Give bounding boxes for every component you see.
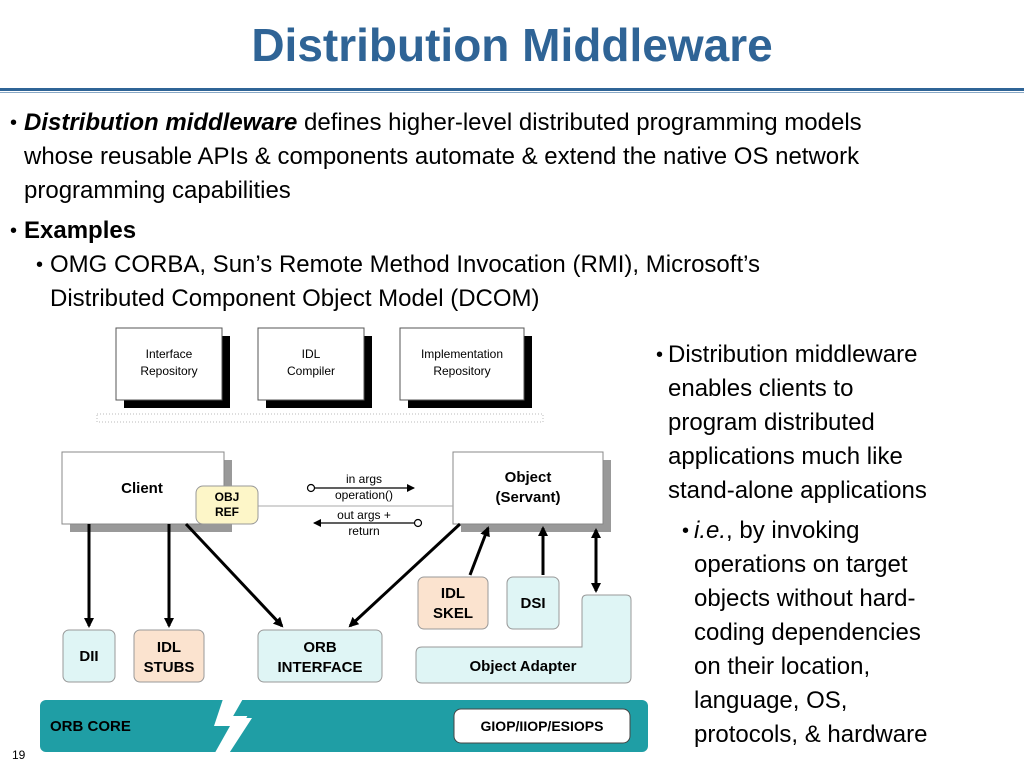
page-number: 19 — [12, 748, 26, 762]
idl-compiler-label-2: Compiler — [287, 364, 335, 378]
bullet-icon: • — [10, 112, 18, 134]
object-label: Object — [505, 469, 552, 486]
title-rule-thin — [0, 92, 1024, 93]
sub-bullet-examples: • OMG CORBA, Sun’s Remote Method Invocat… — [10, 248, 1022, 316]
break-symbol — [212, 690, 252, 758]
orb-interface-label-1: ORB — [303, 639, 337, 656]
idl-compiler-label-1: IDL — [302, 347, 321, 361]
object-adapter-label: Object Adapter — [470, 658, 577, 675]
side-sub-line-1: operations on target — [694, 551, 908, 578]
arrow-object-to-orb-interface — [348, 522, 462, 628]
implementation-repository-label-1: Implementation — [421, 347, 503, 361]
side-sub-line-6: protocols, & hardware — [694, 721, 928, 748]
side-sub-line-4: on their location, — [694, 653, 871, 680]
arrow-skel-to-object — [468, 526, 490, 576]
orb-core-bar: ORB CORE GIOP/IIOP/ESIOPS — [40, 700, 648, 752]
orb-core-label: ORB CORE — [50, 718, 131, 735]
dsi-box: DSI — [506, 576, 560, 630]
idl-skel-label-2: SKEL — [433, 605, 473, 622]
side-bullets: • Distribution middleware enables client… — [656, 338, 1018, 752]
side-line-4: applications much like — [668, 443, 903, 470]
out-args-label-2: return — [348, 524, 379, 538]
object-adapter-box: Object Adapter — [415, 594, 632, 684]
side-line-1: Distribution middleware — [668, 341, 918, 368]
idl-skel-label-1: IDL — [441, 585, 465, 602]
definition-term: Distribution middleware — [24, 109, 298, 136]
dii-label: DII — [79, 648, 98, 665]
out-args-arrow: out args + return — [313, 508, 423, 538]
orb-interface-box: ORB INTERFACE — [257, 629, 383, 683]
arrow-client-to-orb-interface — [184, 522, 284, 628]
giop-label: GIOP/IIOP/ESIOPS — [481, 718, 604, 734]
slide-title: Distribution Middleware — [251, 19, 773, 71]
main-bullets: • Distribution middleware defines higher… — [10, 106, 1022, 316]
definition-line-3: programming capabilities — [24, 177, 291, 204]
interface-repository-label-2: Repository — [140, 364, 197, 378]
implementation-repository-box: Implementation Repository — [399, 327, 532, 408]
separator-band — [96, 413, 544, 423]
interface-repository-label-1: Interface — [146, 347, 193, 361]
out-args-label-1: out args + — [337, 508, 391, 522]
side-sub-bullet: • i.e., by invoking operations on target… — [656, 514, 1018, 752]
bullet-definition: • Distribution middleware defines higher… — [10, 106, 1022, 208]
side-sub-line-5: language, OS, — [694, 687, 848, 714]
obj-ref-label-2: REF — [215, 505, 239, 519]
title-rule — [0, 88, 1024, 91]
side-sub-first: , by invoking — [726, 517, 860, 544]
obj-ref-label-1: OBJ — [215, 490, 240, 504]
object-servant-box: Object (Servant) — [452, 451, 611, 532]
obj-ref-box: OBJ REF — [195, 485, 259, 525]
side-line-2: enables clients to — [668, 375, 854, 402]
bullet-icon: • — [656, 344, 664, 366]
idl-stubs-label-1: IDL — [157, 639, 181, 656]
side-line-3: program distributed — [668, 409, 875, 436]
idl-compiler-box: IDL Compiler — [257, 327, 372, 408]
dsi-label: DSI — [520, 595, 545, 612]
side-sub-line-2: objects without hard- — [694, 585, 916, 612]
examples-line-2: Distributed Component Object Model (DCOM… — [50, 285, 540, 312]
definition-line-2: whose reusable APIs & components automat… — [24, 143, 860, 170]
side-bullet: • Distribution middleware enables client… — [656, 338, 1018, 508]
servant-label: (Servant) — [495, 489, 560, 506]
bullet-icon: • — [10, 220, 18, 242]
orb-architecture-diagram: Interface Repository IDL Compiler Implem… — [40, 327, 648, 758]
side-sub-line-3: coding dependencies — [694, 619, 921, 646]
examples-line-1: OMG CORBA, Sun’s Remote Method Invocatio… — [50, 251, 761, 278]
definition-line-1: defines higher-level distributed program… — [304, 109, 862, 136]
examples-label: Examples — [24, 217, 137, 244]
orb-interface-label-2: INTERFACE — [277, 659, 362, 676]
idl-stubs-label-2: STUBS — [144, 659, 195, 676]
bullet-examples: • Examples — [10, 214, 1022, 248]
bullet-icon: • — [682, 520, 690, 542]
interface-repository-box: Interface Repository — [115, 327, 230, 408]
idl-stubs-box: IDL STUBS — [133, 629, 205, 683]
idl-skel-box: IDL SKEL — [417, 576, 489, 630]
bullet-icon: • — [36, 254, 44, 276]
client-label: Client — [121, 480, 163, 497]
diagram-arrows — [84, 522, 601, 628]
in-args-label-1: in args — [346, 472, 382, 486]
dii-box: DII — [62, 629, 116, 683]
in-args-arrow: in args operation() — [306, 472, 415, 502]
side-sub-term: i.e. — [694, 517, 727, 544]
side-line-5: stand-alone applications — [668, 477, 927, 504]
in-args-label-2: operation() — [335, 488, 393, 502]
implementation-repository-label-2: Repository — [433, 364, 490, 378]
